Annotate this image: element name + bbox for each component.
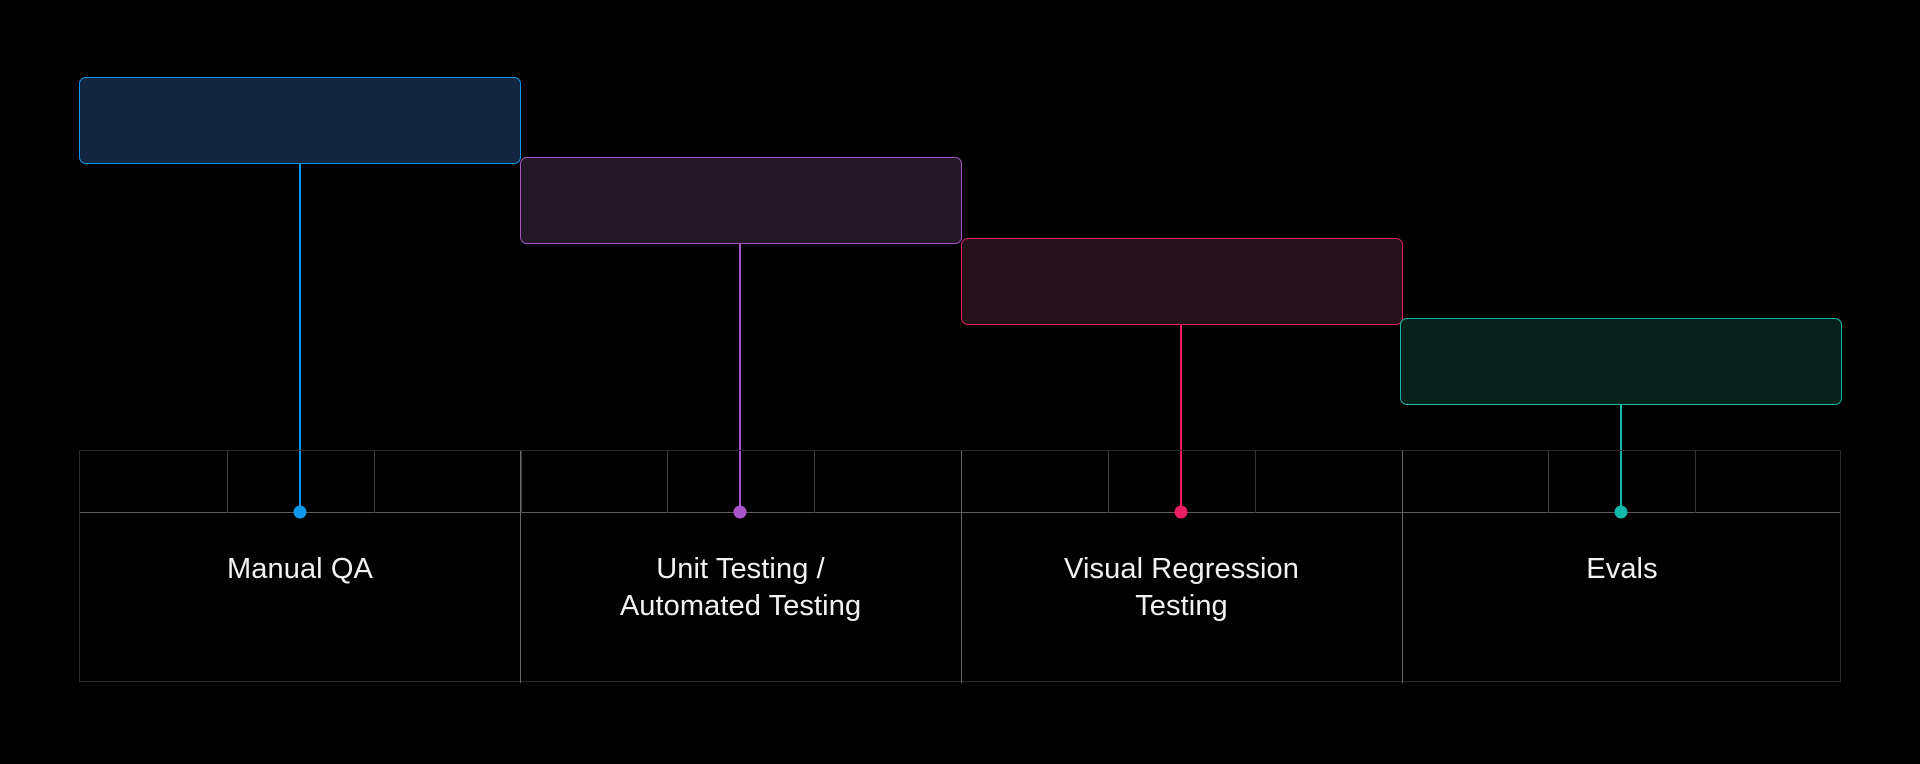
connector-line-unit-automated-testing (739, 244, 741, 512)
phase-box-visual-regression-testing[interactable] (961, 238, 1403, 325)
tick-divider (1548, 451, 1549, 513)
phase-divider (961, 451, 962, 683)
connector-line-visual-regression-testing (1180, 325, 1182, 512)
tick-divider (667, 451, 668, 513)
tick-divider (521, 451, 522, 513)
timeline-grid: Manual QA Unit Testing / Automated Testi… (79, 450, 1842, 683)
tick-divider (227, 451, 228, 513)
tick-divider (1695, 451, 1696, 513)
tick-divider (1255, 451, 1256, 513)
axis-dot-evals[interactable] (1614, 505, 1628, 519)
timeline-cell-unit-automated-testing[interactable]: Unit Testing / Automated Testing (520, 513, 961, 683)
phase-divider (1402, 451, 1403, 683)
timeline-cell-manual-qa[interactable]: Manual QA (80, 513, 520, 683)
phase-label-visual-regression-testing: Visual Regression Testing (1064, 553, 1299, 623)
phase-box-evals[interactable] (1400, 318, 1842, 405)
phase-label-unit-automated-testing: Unit Testing / Automated Testing (619, 553, 862, 623)
axis-dot-unit-automated-testing[interactable] (733, 505, 747, 519)
connector-line-manual-qa (299, 164, 301, 512)
phase-box-manual-qa[interactable] (79, 77, 521, 164)
timeline-tick-row (80, 451, 1840, 513)
axis-dot-visual-regression-testing[interactable] (1174, 505, 1188, 519)
phase-box-unit-automated-testing[interactable] (520, 157, 962, 244)
tick-divider (1108, 451, 1109, 513)
phase-label-evals: Evals (1586, 553, 1658, 585)
connector-line-evals (1620, 405, 1622, 512)
phase-label-manual-qa: Manual QA (227, 553, 373, 585)
timeline-label-row: Manual QA Unit Testing / Automated Testi… (80, 451, 1842, 683)
timeline-cell-visual-regression-testing[interactable]: Visual Regression Testing (961, 513, 1402, 683)
tick-divider (374, 451, 375, 513)
tick-divider (814, 451, 815, 513)
phase-divider (520, 451, 521, 683)
axis-dot-manual-qa[interactable] (293, 505, 307, 519)
timeline-cell-evals[interactable]: Evals (1402, 513, 1842, 683)
